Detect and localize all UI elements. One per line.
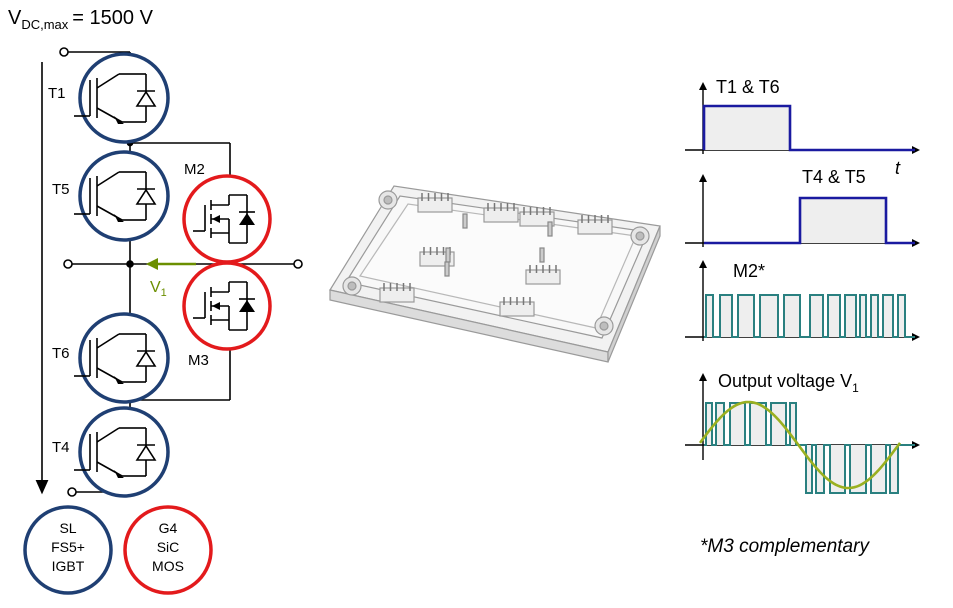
pin bbox=[445, 247, 451, 263]
pin bbox=[444, 261, 450, 277]
vdc-symbol: V bbox=[8, 7, 22, 29]
footnote: *M3 complementary bbox=[700, 536, 870, 557]
label-output-voltage: Output voltage V1 bbox=[718, 371, 859, 395]
legend-sic-mos: G4 SiC MOS bbox=[123, 505, 213, 595]
igbt-devices bbox=[74, 52, 170, 498]
pin-block bbox=[417, 193, 453, 213]
output-voltage-arrow: V1 bbox=[146, 258, 196, 299]
svg-text:IGBT: IGBT bbox=[52, 558, 85, 574]
device-label-t1: T1 bbox=[48, 85, 66, 102]
svg-text:SL: SL bbox=[59, 520, 76, 536]
vdc-subscript: DC,max bbox=[21, 17, 68, 32]
pin-block bbox=[525, 265, 561, 285]
sic-mosfet-m2 bbox=[182, 174, 272, 264]
pin-block bbox=[577, 215, 613, 235]
v1-label: V bbox=[150, 279, 161, 296]
device-label-m3: M3 bbox=[188, 352, 209, 369]
output-terminal-left bbox=[63, 259, 73, 269]
gate-t4-t5 bbox=[704, 196, 915, 245]
igbt-t6 bbox=[74, 312, 170, 404]
device-label-m2: M2 bbox=[184, 161, 205, 178]
legend-igbt: SL FS5+ IGBT bbox=[23, 505, 113, 595]
pin bbox=[547, 221, 553, 237]
device-label-t5: T5 bbox=[52, 181, 70, 198]
vdc-label: VDC,max = 1500 V bbox=[8, 7, 154, 32]
svg-text:FS5+: FS5+ bbox=[51, 539, 85, 555]
pin bbox=[462, 213, 468, 229]
igbt-t1 bbox=[74, 52, 170, 144]
output-terminal-right bbox=[293, 259, 303, 269]
gate-t1-t6 bbox=[702, 104, 915, 152]
pulse-t4-t5 bbox=[800, 198, 886, 243]
label-t4-t5: T4 & T5 bbox=[802, 167, 866, 187]
device-label-t6: T6 bbox=[52, 345, 70, 362]
label-t1-t6: T1 & T6 bbox=[716, 77, 780, 97]
svg-text:V1: V1 bbox=[150, 279, 167, 299]
sic-mosfet-m3 bbox=[182, 261, 272, 351]
top-terminal bbox=[59, 47, 69, 57]
device-label-t4: T4 bbox=[52, 439, 70, 456]
igbt-t4 bbox=[74, 406, 170, 498]
vdc-value: = 1500 V bbox=[72, 7, 153, 29]
svg-text:SiC: SiC bbox=[157, 539, 180, 555]
bottom-terminal bbox=[67, 487, 77, 497]
pulse-t1-t6 bbox=[704, 106, 790, 150]
pin-block bbox=[379, 283, 415, 303]
pin-block bbox=[483, 203, 519, 223]
svg-text:VDC,max= 1500 V: VDC,max = 1500 V bbox=[8, 7, 154, 32]
fundamental-sine bbox=[698, 400, 902, 490]
power-module-image bbox=[329, 185, 661, 363]
pin-block bbox=[499, 297, 535, 317]
switching-waveforms bbox=[685, 82, 920, 494]
pin bbox=[539, 247, 545, 263]
label-m2: M2* bbox=[733, 261, 765, 281]
igbt-t5 bbox=[74, 150, 170, 242]
pwm-m2 bbox=[704, 294, 915, 338]
sic-mosfet-devices bbox=[182, 174, 272, 351]
svg-text:MOS: MOS bbox=[152, 558, 184, 574]
pwm-output bbox=[704, 402, 915, 494]
v1-subscript: 1 bbox=[161, 287, 167, 299]
label-time: t bbox=[895, 158, 901, 178]
svg-text:G4: G4 bbox=[159, 520, 178, 536]
pin-block bbox=[519, 207, 555, 227]
